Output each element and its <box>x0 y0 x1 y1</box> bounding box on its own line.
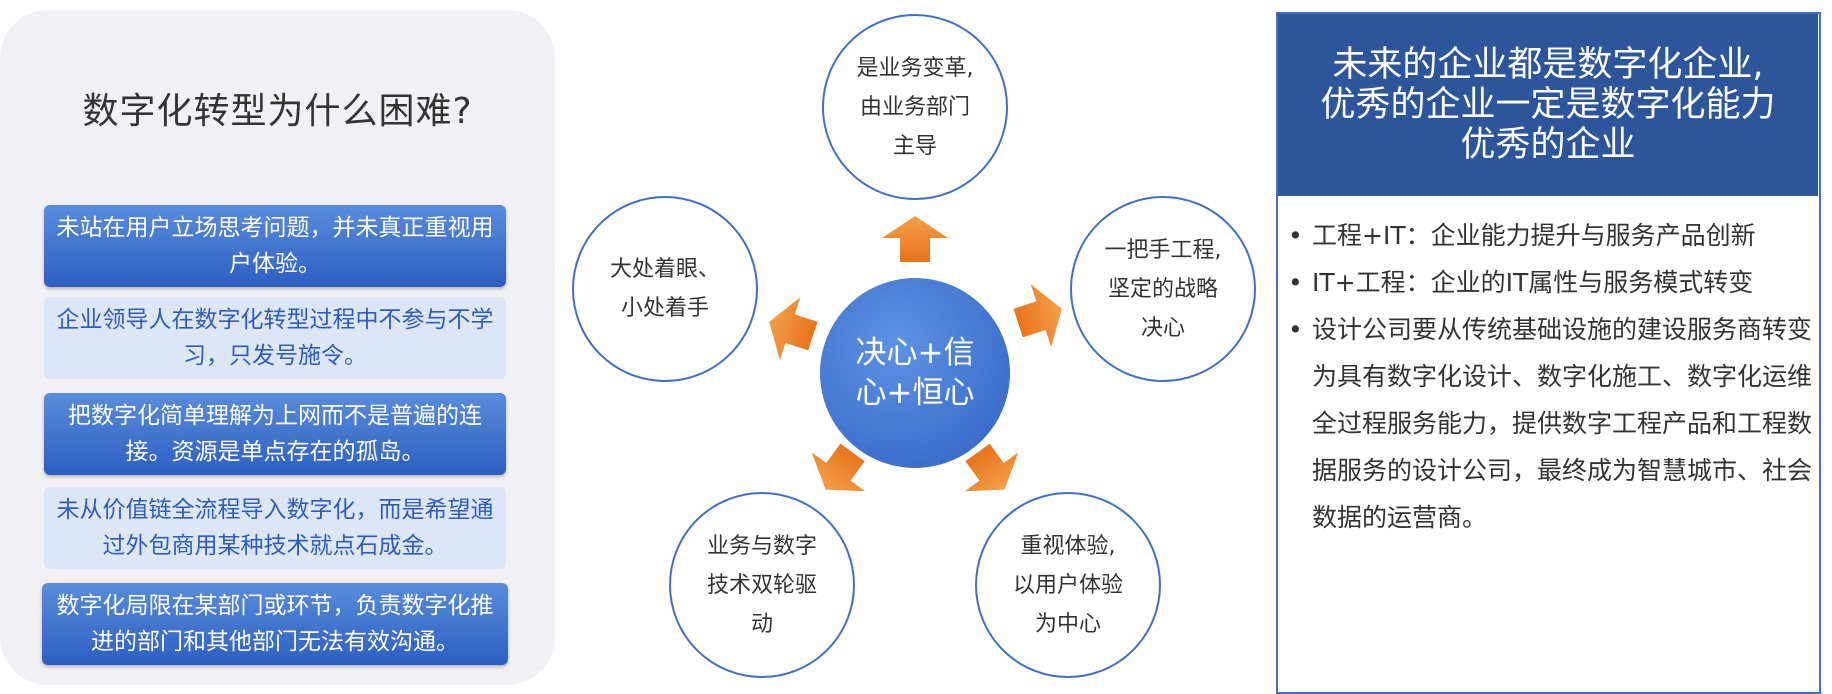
node-line: 决心 <box>1140 315 1185 341</box>
bullet-item: IT+工程：企业的IT属性与服务模式转变 <box>1284 259 1814 306</box>
node-line: 由业务部门 <box>859 94 970 120</box>
arrow-up-right-icon <box>1013 284 1062 348</box>
node-dual-drive: 业务与数字 技术双轮驱 动 <box>669 492 855 678</box>
reason-box-3: 把数字化简单理解为上网而不是普遍的连接。资源是单点存在的孤岛。 <box>44 393 506 475</box>
node-user-experience: 重视体验, 以用户体验 为中心 <box>975 492 1161 678</box>
arrow-down-left-icon <box>811 443 866 492</box>
node-line: 业务与数字 <box>706 533 817 559</box>
node-line: 重视体验, <box>1020 533 1116 559</box>
node-line: 坚定的战略 <box>1107 276 1218 302</box>
node-leader-project: 一把手工程, 坚定的战略 决心 <box>1070 196 1256 382</box>
center-line: 心+恒心 <box>855 375 975 411</box>
reason-box-1: 未站在用户立场思考问题，并未真正重视用户体验。 <box>44 205 506 287</box>
node-line: 为中心 <box>1034 611 1101 637</box>
reason-box-4: 未从价值链全流程导入数字化，而是希望通过外包商用某种技术就点石成金。 <box>44 487 506 569</box>
header-line: 优秀的企业 <box>1460 125 1636 165</box>
node-line: 大处着眼、 <box>609 257 720 282</box>
right-header: 未来的企业都是数字化企业, 优秀的企业一定是数字化能力 优秀的企业 <box>1278 14 1818 196</box>
radial-diagram: 是业务变革, 由业务部门 主导 一把手工程, 坚定的战略 决心 重视体验, 以用… <box>560 0 1265 690</box>
node-business-change: 是业务变革, 由业务部门 主导 <box>822 14 1008 200</box>
node-line: 小处着手 <box>620 296 709 321</box>
node-line: 主导 <box>892 133 937 159</box>
node-big-picture: 大处着眼、 小处着手 <box>572 196 758 382</box>
center-circle: 决心+信 心+恒心 <box>820 278 1010 468</box>
node-line: 动 <box>750 611 773 637</box>
right-panel: 未来的企业都是数字化企业, 优秀的企业一定是数字化能力 优秀的企业 工程+IT：… <box>1276 12 1821 694</box>
bullet-list: 工程+IT：企业能力提升与服务产品创新 IT+工程：企业的IT属性与服务模式转变… <box>1284 212 1814 541</box>
node-line: 以用户体验 <box>1012 572 1123 598</box>
header-line: 优秀的企业一定是数字化能力 <box>1320 85 1776 125</box>
node-line: 一把手工程, <box>1104 237 1222 263</box>
center-line: 决心+信 <box>855 335 975 371</box>
reason-box-5: 数字化局限在某部门或环节，负责数字化推进的部门和其他部门无法有效沟通。 <box>42 583 508 665</box>
arrow-down-right-icon <box>964 443 1019 492</box>
left-title: 数字化转型为什么困难? <box>82 91 473 132</box>
reason-box-2: 企业领导人在数字化转型过程中不参与不学习，只发号施令。 <box>44 297 506 379</box>
node-line: 技术双轮驱 <box>706 572 817 598</box>
node-line: 是业务变革, <box>856 55 974 81</box>
bullet-item: 工程+IT：企业能力提升与服务产品创新 <box>1284 212 1814 259</box>
bullet-item: 设计公司要从传统基础设施的建设服务商转变为具有数字化设计、数字化施工、数字化运维… <box>1284 306 1814 541</box>
arrow-up-icon <box>882 216 948 262</box>
arrow-up-left-icon <box>769 297 818 361</box>
header-line: 未来的企业都是数字化企业, <box>1332 45 1764 85</box>
